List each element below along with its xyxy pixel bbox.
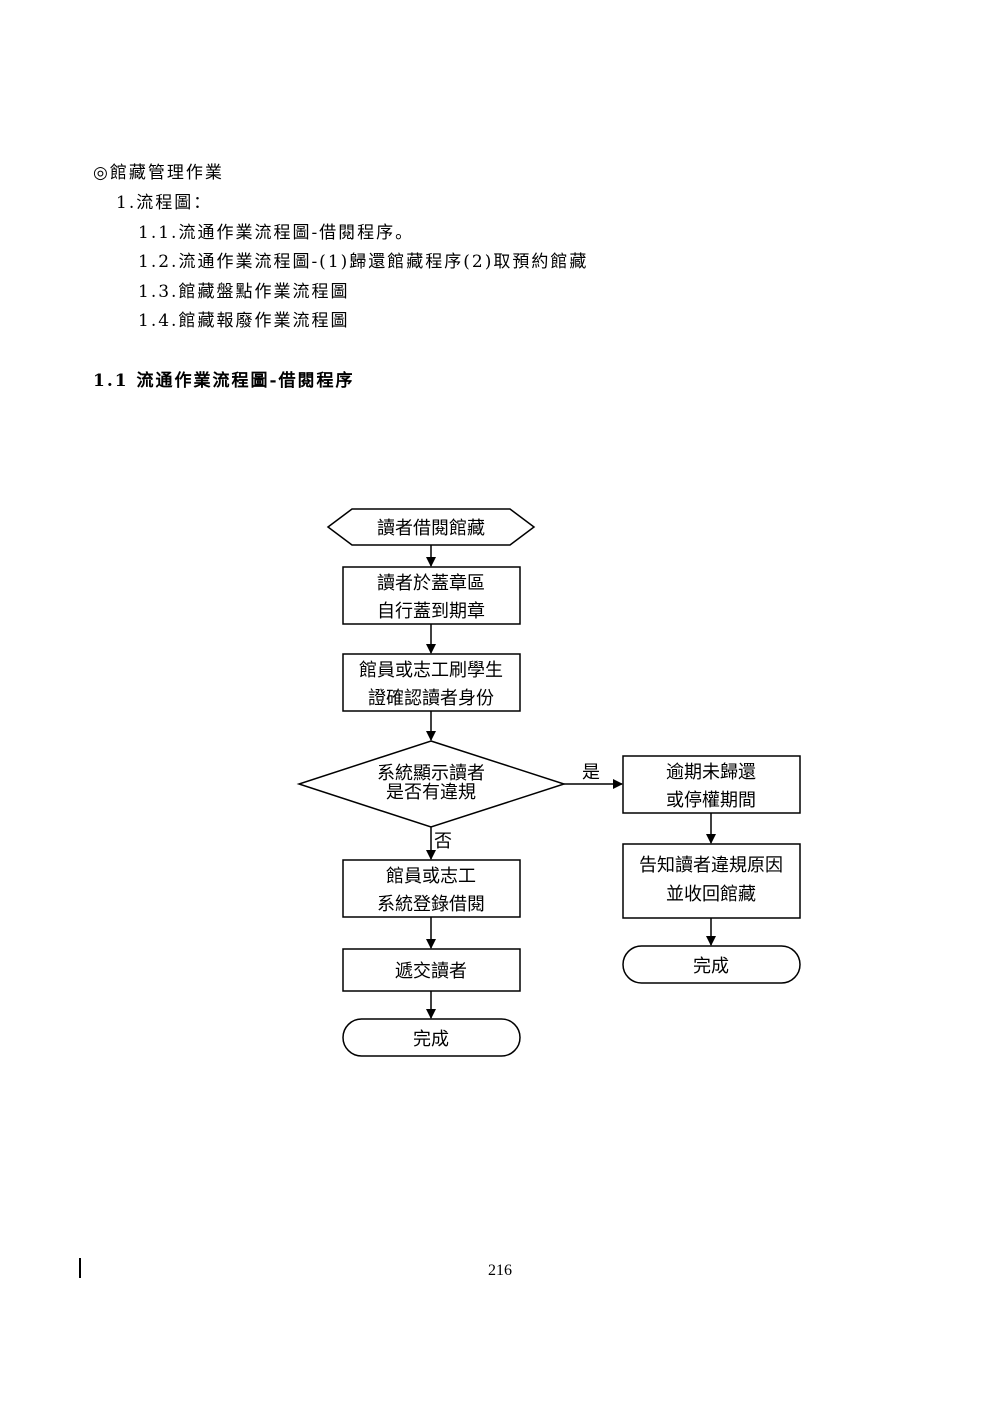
yes-step2-line2: 並收回館藏 [666,884,756,905]
page-number: 216 [488,1262,512,1279]
chart-heading: 1.1 流通作業流程圖-借閱程序 [93,371,355,391]
yes-step1-line2: 或停權期間 [666,790,756,811]
no-end-label: 完成 [413,1029,449,1050]
step2-line1: 館員或志工刷學生 [359,660,503,681]
no-label: 否 [434,831,452,852]
process-box-overdue [622,755,801,814]
no-step1-line1: 館員或志工 [386,866,476,887]
start-terminator [326,508,536,546]
subsection-title: 1.流程圖： [116,193,213,213]
start-label: 讀者借閱館藏 [377,518,485,539]
step1-line2: 自行蓋到期章 [377,601,485,622]
yes-step1-line1: 逾期未歸還 [666,762,756,783]
decision-line1: 系統顯示讀者 [377,763,485,784]
yes-label: 是 [582,762,600,783]
end-terminator-no [342,1018,521,1057]
toc-item: 1.3.館藏盤點作業流程圖 [138,282,350,302]
step2-line2: 證確認讀者身份 [368,688,494,709]
process-box-verify [342,653,521,712]
yes-end-label: 完成 [693,956,729,977]
step1-line1: 讀者於蓋章區 [377,573,485,594]
end-terminator-yes [622,945,801,984]
no-step2-label: 遞交讀者 [395,961,467,982]
toc-item: 1.2.流通作業流程圖-(1)歸還館藏程序(2)取預約館藏 [138,252,589,272]
decision-line2: 是否有違規 [386,782,476,803]
process-box-checkout [342,859,521,918]
section-title: ◎館藏管理作業 [93,163,224,183]
yes-step2-line1: 告知讀者違規原因 [639,855,783,876]
process-box-handover [342,948,521,992]
margin-bar [79,1258,81,1278]
toc-item: 1.4.館藏報廢作業流程圖 [138,311,350,331]
process-box-notify [622,843,801,919]
toc-item: 1.1.流通作業流程圖-借閱程序。 [138,223,415,243]
process-box-stamp [342,566,521,625]
no-step1-line2: 系統登錄借閱 [377,894,485,915]
